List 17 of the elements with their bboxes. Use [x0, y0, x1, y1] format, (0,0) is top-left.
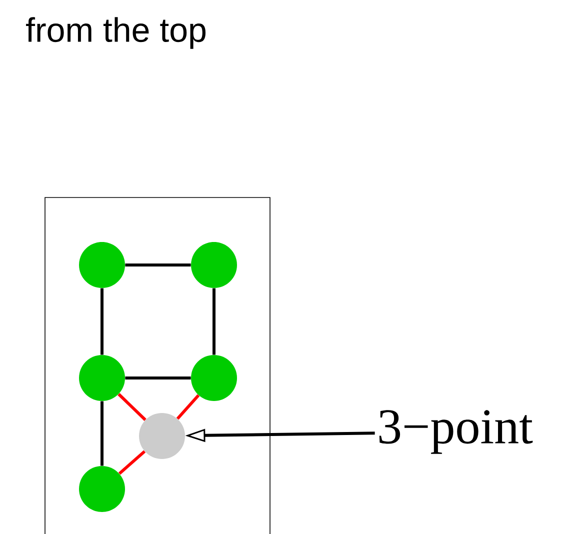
edge-line	[125, 376, 191, 380]
title: from the top	[26, 17, 206, 49]
vertex-dot	[79, 466, 125, 512]
point-label: 3−point	[379, 410, 533, 454]
vertex-dot	[191, 242, 237, 288]
edge-line	[212, 288, 216, 355]
vertex-dot	[79, 355, 125, 401]
frame-box	[44, 197, 270, 534]
edge-line	[176, 394, 200, 420]
edge-line	[118, 450, 146, 475]
edge-line	[100, 401, 104, 466]
vertex-dot	[139, 413, 185, 459]
vertex-dot	[79, 242, 125, 288]
edge-line	[100, 288, 104, 355]
edge-line	[125, 264, 191, 266]
vertex-dot	[191, 355, 237, 401]
edge-line	[118, 393, 146, 421]
